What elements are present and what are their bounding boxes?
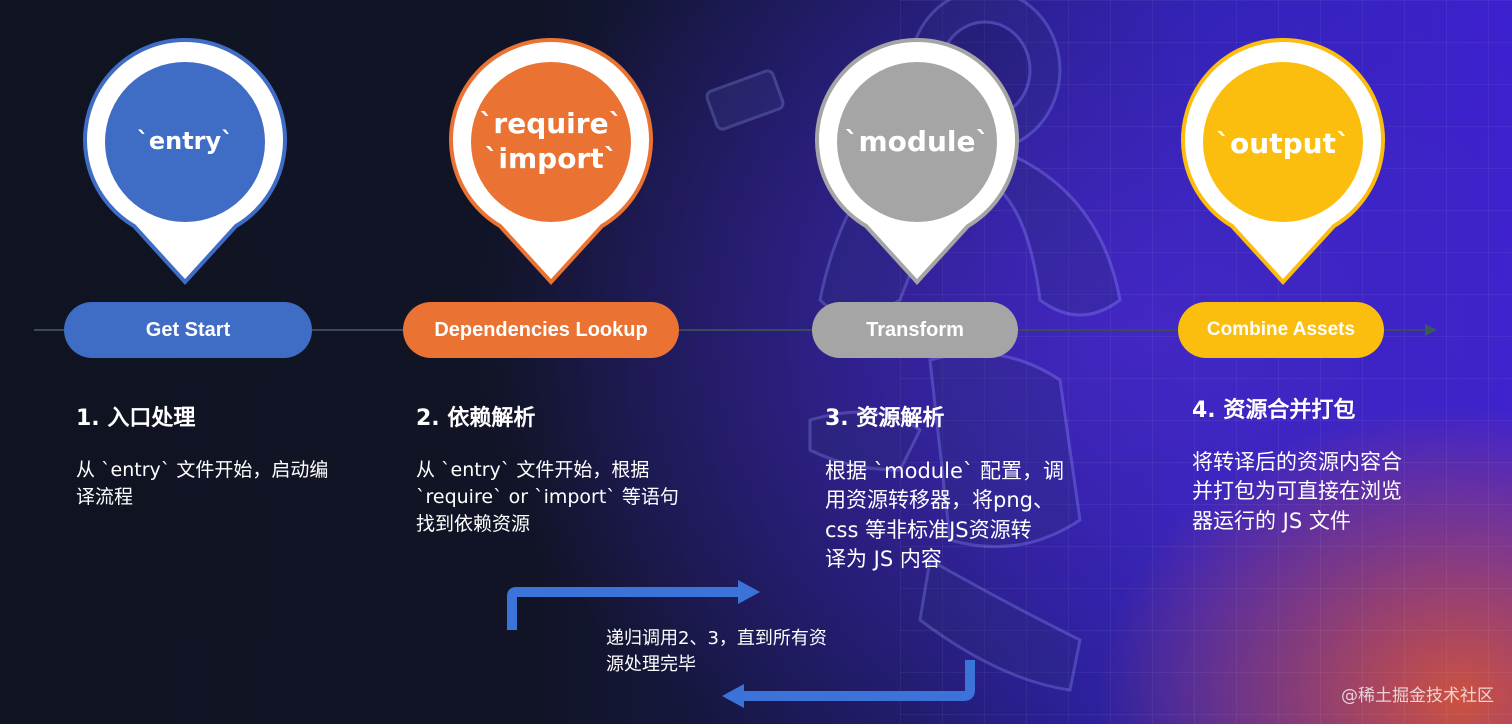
step-1-description: 从 `entry` 文件开始，启动编 译流程 [76,459,329,508]
step-3-description: 根据 `module` 配置，调 用资源转移器，将png、 css 等非标准JS… [825,459,1065,572]
step-4-title: 4. 资源合并打包 [1192,398,1356,423]
step-2-description: 从 `entry` 文件开始，根据 `require` or `import` … [416,459,679,535]
stage-get-start: Get Start [64,302,312,358]
watermark: @稀土掘金技术社区 [1341,686,1494,706]
pin-require-import: `require` `import` [446,38,656,288]
stage-transform: Transform [812,302,1018,358]
step-3-title: 3. 资源解析 [825,406,945,431]
map-pin-icon [815,38,1019,285]
pin-label: `module` [844,125,990,158]
step-1-title: 1. 入口处理 [76,406,196,431]
map-pin-icon [1181,38,1385,285]
pin-entry: `entry` [80,38,290,288]
pin-label: `entry` [136,127,234,155]
recursion-note: 递归调用2、3，直到所有资 源处理完毕 [606,628,827,676]
map-pin-icon [83,38,287,285]
step-4-description: 将转译后的资源内容合 并打包为可直接在浏览 器运行的 JS 文件 [1192,450,1402,533]
pin-module: `module` [812,38,1022,288]
stage-combine-assets: Combine Assets [1178,302,1384,358]
pin-output: `output` [1178,38,1388,288]
step-2-title: 2. 依赖解析 [416,406,536,431]
pin-label: `require` `import` [479,107,623,175]
pin-label: `output` [1216,127,1350,160]
map-pin-icon [449,38,653,285]
stage-dependencies-lookup: Dependencies Lookup [403,302,679,358]
